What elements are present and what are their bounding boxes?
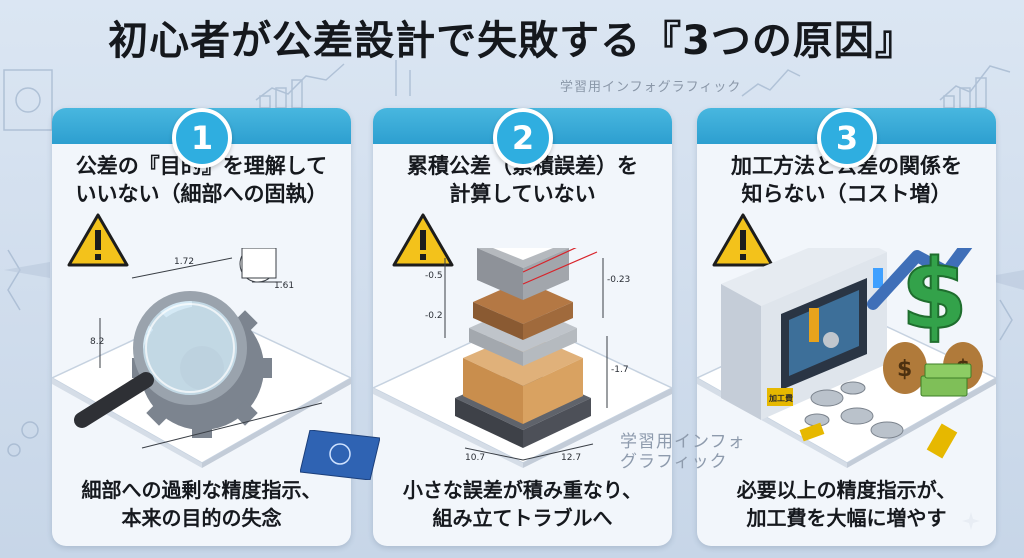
price-tag-icon (799, 422, 958, 459)
dim-label: -0.5 (425, 271, 443, 281)
cause-card-2: 累積公差（累積誤差）を 計算していない (373, 108, 672, 546)
svg-text:$: $ (897, 357, 912, 382)
card-caption: 小さな誤差が積み重なり、 組み立てトラブルへ (402, 478, 643, 530)
trend-line-3 (939, 65, 1011, 101)
cash-stack-icon (920, 363, 972, 397)
warning-icon (392, 213, 454, 267)
metal-parts-icon (804, 381, 904, 439)
blueprint-sheet-icon (300, 430, 380, 480)
blueprint-sheet-left (3, 69, 53, 131)
dim-label: 10.7 (465, 453, 485, 463)
watermark-top: 学習用インフォグラフィック (560, 80, 742, 95)
card-caption: 必要以上の精度指示が、 加工費を大幅に増やす (736, 478, 957, 530)
block-stack (455, 248, 591, 448)
dim-label: 8.2 (90, 337, 104, 347)
machine-label: 加工費 (768, 393, 793, 403)
rising-arrow-icon (867, 248, 973, 310)
dim-label: -0.23 (607, 275, 630, 285)
warning-icon (67, 213, 129, 267)
dim-label: -0.2 (425, 311, 443, 321)
svg-text:$: $ (901, 248, 968, 351)
card-title: 累積公差（累積誤差）を 計算していない (407, 154, 638, 206)
magnifier-glass (74, 291, 247, 428)
trend-line-2 (741, 69, 801, 97)
cnc-machine-icon: 加工費 (721, 248, 887, 420)
dim-label: 1.61 (274, 281, 294, 291)
magnifier-gear-illustration: 1.72 1.61 8.2 (52, 248, 351, 468)
trend-line-1 (255, 63, 345, 101)
cause-card-1: 公差の『目的』を理解して いいない（細部への固執） (52, 108, 351, 546)
dim-label: -1.7 (611, 365, 629, 375)
dollar-icon: $ (900, 248, 969, 352)
bg-connector-left (7, 249, 21, 311)
warning-icon (712, 213, 774, 267)
cause-card-3: 加工方法と公差の関係を 知らない（コスト増） 加工費 $ (697, 108, 996, 546)
card-caption: 細部への過剰な精度指示、 本来の目的の失念 (81, 478, 322, 530)
dim-label: 1.72 (174, 257, 194, 267)
page-title: 初心者が公差設計で失敗する『3つの原因』 (108, 18, 916, 64)
stacked-blocks-illustration: -0.5 -0.2 -0.23 -1.7 10.7 12.7 (373, 248, 672, 468)
sparkle-icon (962, 512, 980, 530)
watermark-middle: 学習用インフォ グラフィック (620, 432, 746, 472)
machine-cost-illustration: 加工費 $ $ $ (697, 248, 996, 468)
dim-label: 12.7 (561, 453, 581, 463)
badge-number-1: 1 (172, 108, 232, 168)
badge-number-3: 3 (817, 108, 877, 168)
badge-number-2: 2 (493, 108, 553, 168)
